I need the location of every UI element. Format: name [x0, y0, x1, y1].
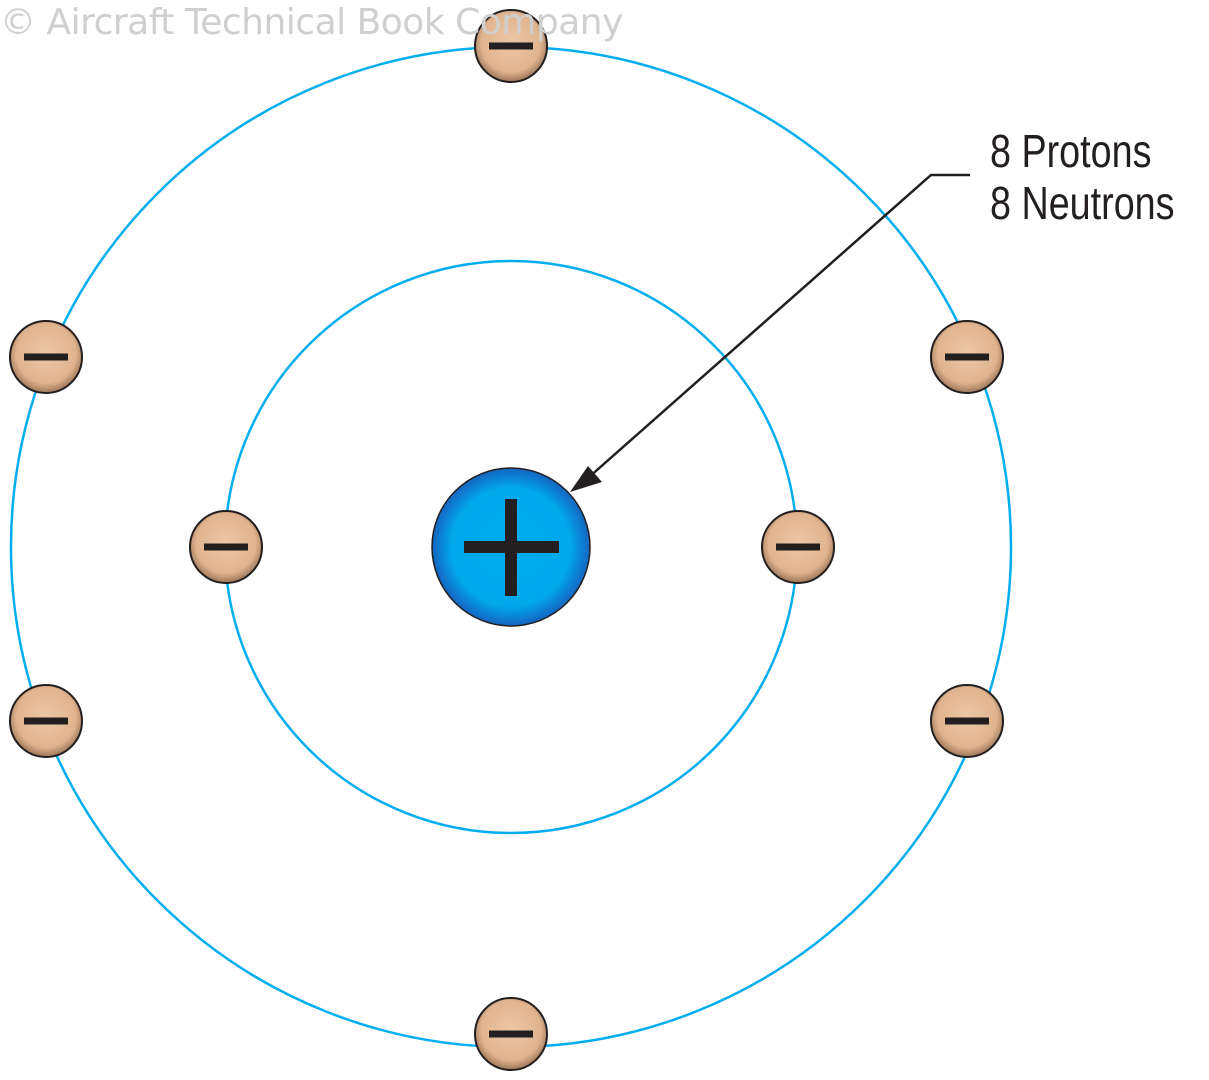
neutrons-label: 8 Neutrons: [990, 177, 1175, 229]
minus-icon: [24, 353, 68, 361]
minus-icon: [776, 543, 820, 551]
electron: [189, 510, 263, 584]
protons-label: 8 Protons: [990, 125, 1152, 177]
minus-icon: [24, 717, 68, 725]
electron: [474, 997, 548, 1071]
leader-arrow: [570, 173, 970, 492]
electron: [9, 320, 83, 394]
nucleus: [431, 467, 591, 627]
minus-icon: [489, 1030, 533, 1038]
minus-icon: [204, 543, 248, 551]
plus-icon: [464, 499, 559, 596]
minus-icon: [945, 717, 989, 725]
electron: [9, 684, 83, 758]
electron: [761, 510, 835, 584]
electron: [930, 320, 1004, 394]
minus-icon: [945, 353, 989, 361]
electron: [474, 9, 548, 83]
minus-icon: [489, 42, 533, 50]
watermark: © Aircraft Technical Book Company: [0, 2, 623, 43]
electron: [930, 684, 1004, 758]
